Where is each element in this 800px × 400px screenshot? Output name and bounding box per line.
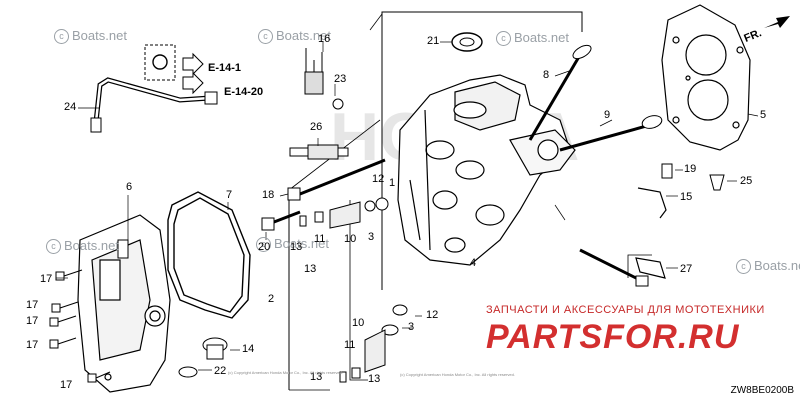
label-18: 18 [262, 189, 275, 201]
label-13a: 13 [290, 241, 303, 253]
grommet-22 [178, 366, 198, 378]
fine-print-2: (c) Copyright American Honda Motor Co., … [400, 372, 515, 377]
head-gasket [661, 4, 751, 151]
ref-e-14-1[interactable]: E-14-1 [208, 62, 242, 74]
sensor-part [304, 48, 344, 110]
label-27: 27 [680, 263, 693, 275]
fine-print-1: (c) Copyright American Honda Motor Co., … [228, 370, 343, 375]
label-9: 9 [604, 109, 611, 121]
label-17a: 17 [40, 273, 53, 285]
label-12a: 12 [372, 173, 385, 185]
label-13b: 13 [304, 263, 317, 275]
label-12b: 12 [426, 309, 439, 321]
label-21: 21 [427, 35, 440, 47]
leader-lines [56, 41, 759, 371]
label-2: 2 [268, 293, 275, 305]
label-14: 14 [242, 343, 255, 355]
clamp-box [144, 44, 176, 81]
label-26: 26 [310, 121, 323, 133]
label-23: 23 [334, 73, 347, 85]
small-fasteners [661, 163, 725, 191]
cover-bolts [49, 239, 129, 383]
label-10b: 10 [352, 317, 365, 329]
ref-e-14-20[interactable]: E-14-20 [224, 86, 264, 98]
promo-logo: PARTSFOR.RU [486, 318, 740, 356]
label-11a: 11 [314, 233, 326, 245]
promo-title: ЗАПЧАСТИ И АКСЕССУАРЫ ДЛЯ МОТОТЕХНИКИ [486, 304, 765, 316]
label-11b: 11 [344, 339, 356, 351]
label-3a: 3 [368, 231, 375, 243]
label-15: 15 [680, 191, 693, 203]
label-1: 1 [389, 177, 396, 189]
cylinder-head [397, 74, 576, 266]
long-bolts [261, 158, 386, 231]
label-25: 25 [740, 175, 753, 187]
label-22: 22 [214, 365, 227, 377]
spring-group-bracket [349, 200, 368, 381]
valves [528, 44, 663, 152]
cover-gasket [167, 191, 251, 319]
label-17e: 17 [60, 379, 73, 391]
front-arrow [764, 16, 790, 28]
label-20: 20 [258, 241, 271, 253]
spring-set-bottom [339, 304, 408, 383]
label-17b: 17 [26, 299, 39, 311]
label-13c: 13 [310, 371, 323, 383]
head-cover [77, 214, 171, 393]
label-5: 5 [760, 109, 767, 121]
head-group-bracket [381, 11, 583, 290]
label-8: 8 [543, 69, 550, 81]
spark-plug [289, 144, 349, 160]
oil-seal [451, 32, 483, 52]
label-17d: 17 [26, 339, 39, 351]
diagram-code: ZW8BE0200B [730, 385, 794, 396]
label-3b: 3 [408, 321, 415, 333]
label-19: 19 [684, 163, 697, 175]
label-16: 16 [318, 33, 331, 45]
label-17c: 17 [26, 315, 39, 327]
clip-15 [637, 187, 667, 219]
oil-cap-14 [202, 337, 228, 360]
label-7: 7 [226, 189, 233, 201]
label-10a: 10 [344, 233, 357, 245]
spring-set-top [299, 197, 389, 229]
label-24: 24 [64, 101, 77, 113]
label-13d: 13 [368, 373, 381, 385]
label-6: 6 [126, 181, 133, 193]
clip-27 [635, 257, 666, 279]
label-4: 4 [470, 257, 477, 269]
